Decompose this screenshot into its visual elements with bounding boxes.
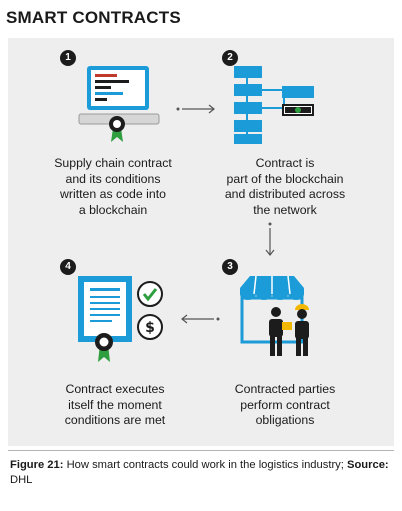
step-4-number: 4 — [60, 259, 76, 275]
step-2-line-4: the network — [253, 202, 317, 217]
arrow-down-icon — [265, 222, 275, 256]
step-2-line-2: part of the blockchain — [226, 171, 344, 186]
step-3-caption: Contracted parties perform contract obli… — [205, 382, 365, 429]
step-2-caption: Contract is part of the blockchain and d… — [205, 156, 365, 218]
step-1-number: 1 — [60, 50, 76, 66]
step-1-line-3: written as code into — [60, 187, 166, 201]
step-1-line-1: Supply chain contract — [54, 156, 172, 170]
step-2-line-3: and distributed across — [224, 187, 346, 201]
diagram-panel — [8, 38, 394, 446]
step-3-line-1: Contracted parties — [234, 382, 336, 396]
source-text: DHL — [10, 474, 33, 486]
caption-divider — [8, 450, 394, 451]
step-1-caption: Supply chain contract and its conditions… — [38, 156, 188, 218]
step-3-number: 3 — [222, 259, 238, 275]
svg-text:$: $ — [145, 320, 155, 336]
step-4-line-1: Contract executes — [65, 382, 165, 396]
step-1-line-2: and its conditions — [65, 171, 161, 186]
step-4-line-3: conditions are met — [64, 413, 166, 427]
step-3-line-2: perform contract — [240, 397, 330, 412]
figure-caption: Figure 21: How smart contracts could wor… — [10, 458, 390, 488]
step-4-caption: Contract executes itself the moment cond… — [40, 382, 190, 429]
arrow-right-icon — [176, 104, 215, 114]
step-4-line-2: itself the moment — [68, 397, 162, 412]
storefront-workers-icon — [240, 275, 309, 356]
step-3-line-3: obligations — [255, 413, 315, 427]
step-1-line-4: a blockchain — [78, 202, 148, 217]
blockchain-network-icon — [234, 66, 314, 144]
source-label: Source: — [347, 459, 389, 471]
step-2-line-1: Contract is — [255, 156, 315, 170]
figure-label: Figure 21: — [10, 459, 64, 471]
laptop-contract-icon — [78, 66, 160, 142]
step-2-number: 2 — [222, 50, 238, 66]
arrow-left-icon — [181, 314, 220, 324]
contract-check-dollar-icon: $ — [78, 276, 163, 362]
figure-caption-text: How smart contracts could work in the lo… — [63, 459, 347, 471]
page-title: SMART CONTRACTS — [6, 8, 181, 27]
